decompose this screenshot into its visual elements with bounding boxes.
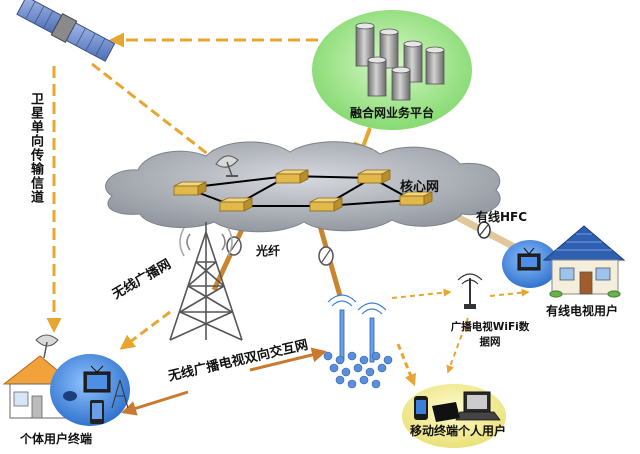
wifi-data-network-label: 广播电视WiFi数据网 — [450, 320, 530, 350]
cable-tv-user-label: 有线电视用户 — [546, 304, 619, 318]
wifi-data-network-text: 广播电视WiFi数据网 — [450, 321, 530, 348]
satellite-dish-icon — [215, 155, 239, 177]
base-station-icon — [323, 294, 393, 389]
wired-hfc-label: 有线HFC — [476, 210, 528, 224]
arrow-wireless-to-mobile — [396, 343, 417, 387]
platform-label: 融合网业务平台 — [350, 106, 435, 120]
laptop-icon — [455, 391, 501, 421]
arrow-bidirectional-pair — [121, 347, 327, 416]
house-icon — [542, 225, 626, 298]
core-network-label: 核心网 — [400, 180, 440, 195]
core-network-cloud — [105, 141, 501, 233]
satellite-channel-label: 卫星单向传输信道 — [28, 92, 43, 204]
satellite-dish-icon — [35, 334, 59, 359]
tablet-icon — [432, 402, 460, 422]
broadcast-tower-icon — [111, 379, 129, 409]
arrow-wifi-dashed — [391, 288, 530, 374]
fiber-label: 光纤 — [256, 244, 281, 258]
phone-icon — [90, 400, 104, 424]
server-cluster-icon — [355, 22, 445, 101]
router-node-icon — [173, 169, 433, 212]
arrow-broadcast-to-user — [119, 310, 171, 350]
individual-user-label: 个体用户终端 — [20, 432, 93, 446]
phone-icon — [414, 396, 428, 420]
television-icon — [517, 247, 541, 271]
arrow-satellite-to-core — [91, 62, 221, 164]
television-icon — [83, 365, 111, 393]
router-node-icon — [63, 391, 77, 401]
broadcast-tower-icon — [169, 222, 243, 341]
wifi-antenna-icon — [457, 273, 483, 309]
satellite-icon — [16, 0, 116, 62]
mobile-user-label: 移动终端个人用户 — [410, 424, 507, 438]
